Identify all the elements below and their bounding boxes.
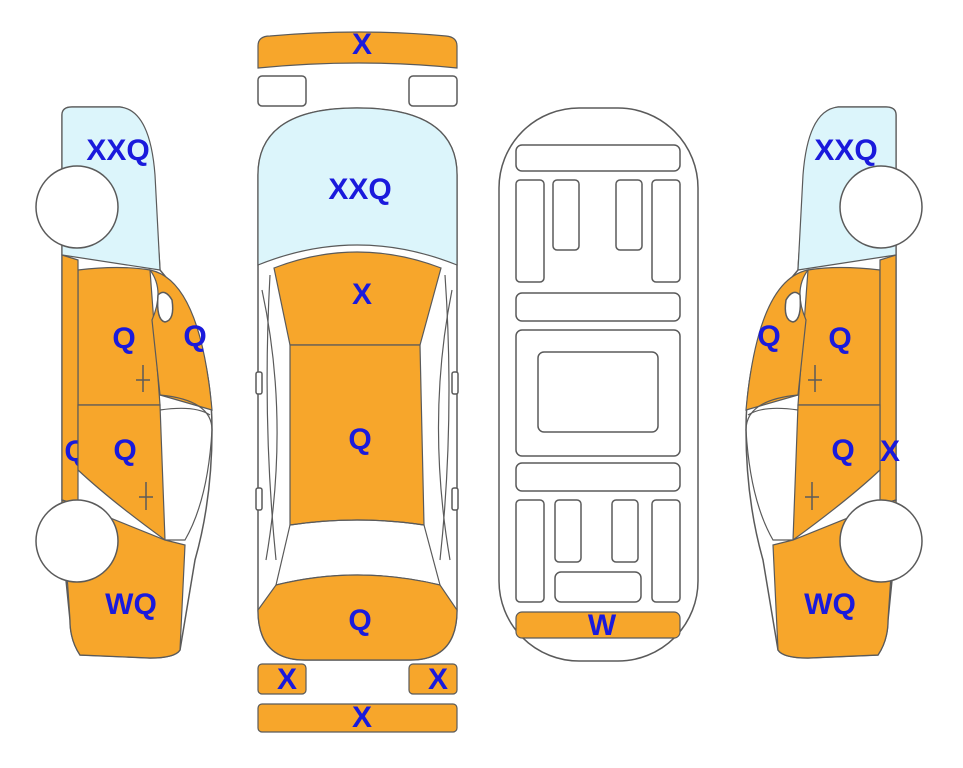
rear-light-right-label: X [428,663,448,696]
left-rear-wheel [35,499,119,583]
trunk-panel[interactable] [257,574,458,661]
underbody-rear-label: W [588,609,617,642]
left-a-pillar-label: Q [183,320,206,353]
right-rear-quarter-label: WQ [804,588,856,621]
top-view: X XXQ X Q Q X X X [255,28,459,734]
rear-bumper-panel[interactable] [257,703,458,733]
roof-label: Q [348,423,371,456]
front-bumper-panel[interactable] [257,31,458,69]
windshield-panel[interactable] [257,107,458,266]
trunk-label: Q [348,604,371,637]
headlight-right[interactable] [408,75,458,107]
hood-label: X [352,278,372,311]
left-rear-quarter-label: WQ [105,588,157,621]
right-side-view: XXQ Q Q Q X WQ [745,106,923,659]
front-bumper-label: X [352,28,372,61]
right-rocker-label: X [880,435,900,468]
top-left-side-window [266,274,277,561]
underbody-view: W [498,107,699,662]
left-front-wheel [35,165,119,249]
right-front-door-label: Q [828,322,851,355]
left-front-door-label: Q [112,322,135,355]
rear-light-right[interactable] [408,663,458,695]
windshield-label: XXQ [328,173,391,206]
right-rear-wheel [839,499,923,583]
rear-light-left[interactable] [257,663,307,695]
headlight-left[interactable] [257,75,307,107]
top-right-side-window [439,274,450,561]
left-rear-door-label: Q [113,434,136,467]
left-windshield-label: XXQ [86,134,149,167]
rear-light-left-label: X [277,663,297,696]
right-rear-door-label: Q [831,434,854,467]
hood-panel[interactable] [273,251,442,346]
left-side-view: XXQ Q Q Q Q WQ [35,106,213,659]
right-front-wheel [839,165,923,249]
right-windshield-label: XXQ [814,134,877,167]
underbody-rear-panel[interactable] [515,611,681,639]
right-a-pillar-label: Q [757,320,780,353]
rear-bumper-label: X [352,701,372,734]
